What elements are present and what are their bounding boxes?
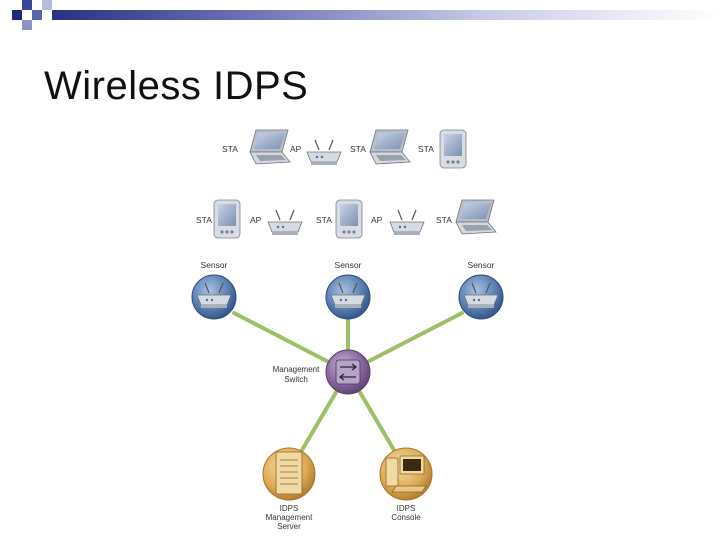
switch-label-line2: Switch [284, 375, 308, 384]
sensor-label: Sensor [201, 260, 228, 270]
console-label-line1: IDPS [397, 504, 416, 513]
device-row-2: STA AP STA AP STA [196, 200, 496, 238]
server-label-line2: Management [266, 513, 313, 522]
idps-console: IDPS Console [380, 448, 432, 522]
access-point-icon [268, 210, 302, 235]
server-icon [276, 452, 302, 494]
sensor-label: Sensor [335, 260, 362, 270]
sensor-label: Sensor [468, 260, 495, 270]
ap-label: AP [250, 215, 262, 225]
switch-icon [336, 360, 360, 384]
ap-label: AP [290, 144, 302, 154]
laptop-icon [250, 130, 290, 164]
sta-label: STA [436, 215, 452, 225]
sta-label: STA [418, 144, 434, 154]
pda-icon [336, 200, 362, 238]
switch-label-line1: Management [273, 365, 320, 374]
access-point-icon [390, 210, 424, 235]
sta-label: STA [222, 144, 238, 154]
sta-label: STA [350, 144, 366, 154]
server-label-line1: IDPS [280, 504, 299, 513]
sensor-right: Sensor [459, 260, 503, 319]
access-point-icon [307, 140, 341, 165]
device-row-1: STA AP STA STA [222, 130, 466, 168]
console-label-line2: Console [391, 513, 421, 522]
sensor-left: Sensor [192, 260, 236, 319]
sta-label: STA [196, 215, 212, 225]
sensor-center: Sensor [326, 260, 370, 319]
idps-management-server: IDPS Management Server [263, 448, 315, 531]
laptop-icon [456, 200, 496, 234]
ap-label: AP [371, 215, 383, 225]
pda-icon [440, 130, 466, 168]
laptop-icon [370, 130, 410, 164]
pda-icon [214, 200, 240, 238]
sta-label: STA [316, 215, 332, 225]
server-label-line3: Server [277, 522, 301, 531]
